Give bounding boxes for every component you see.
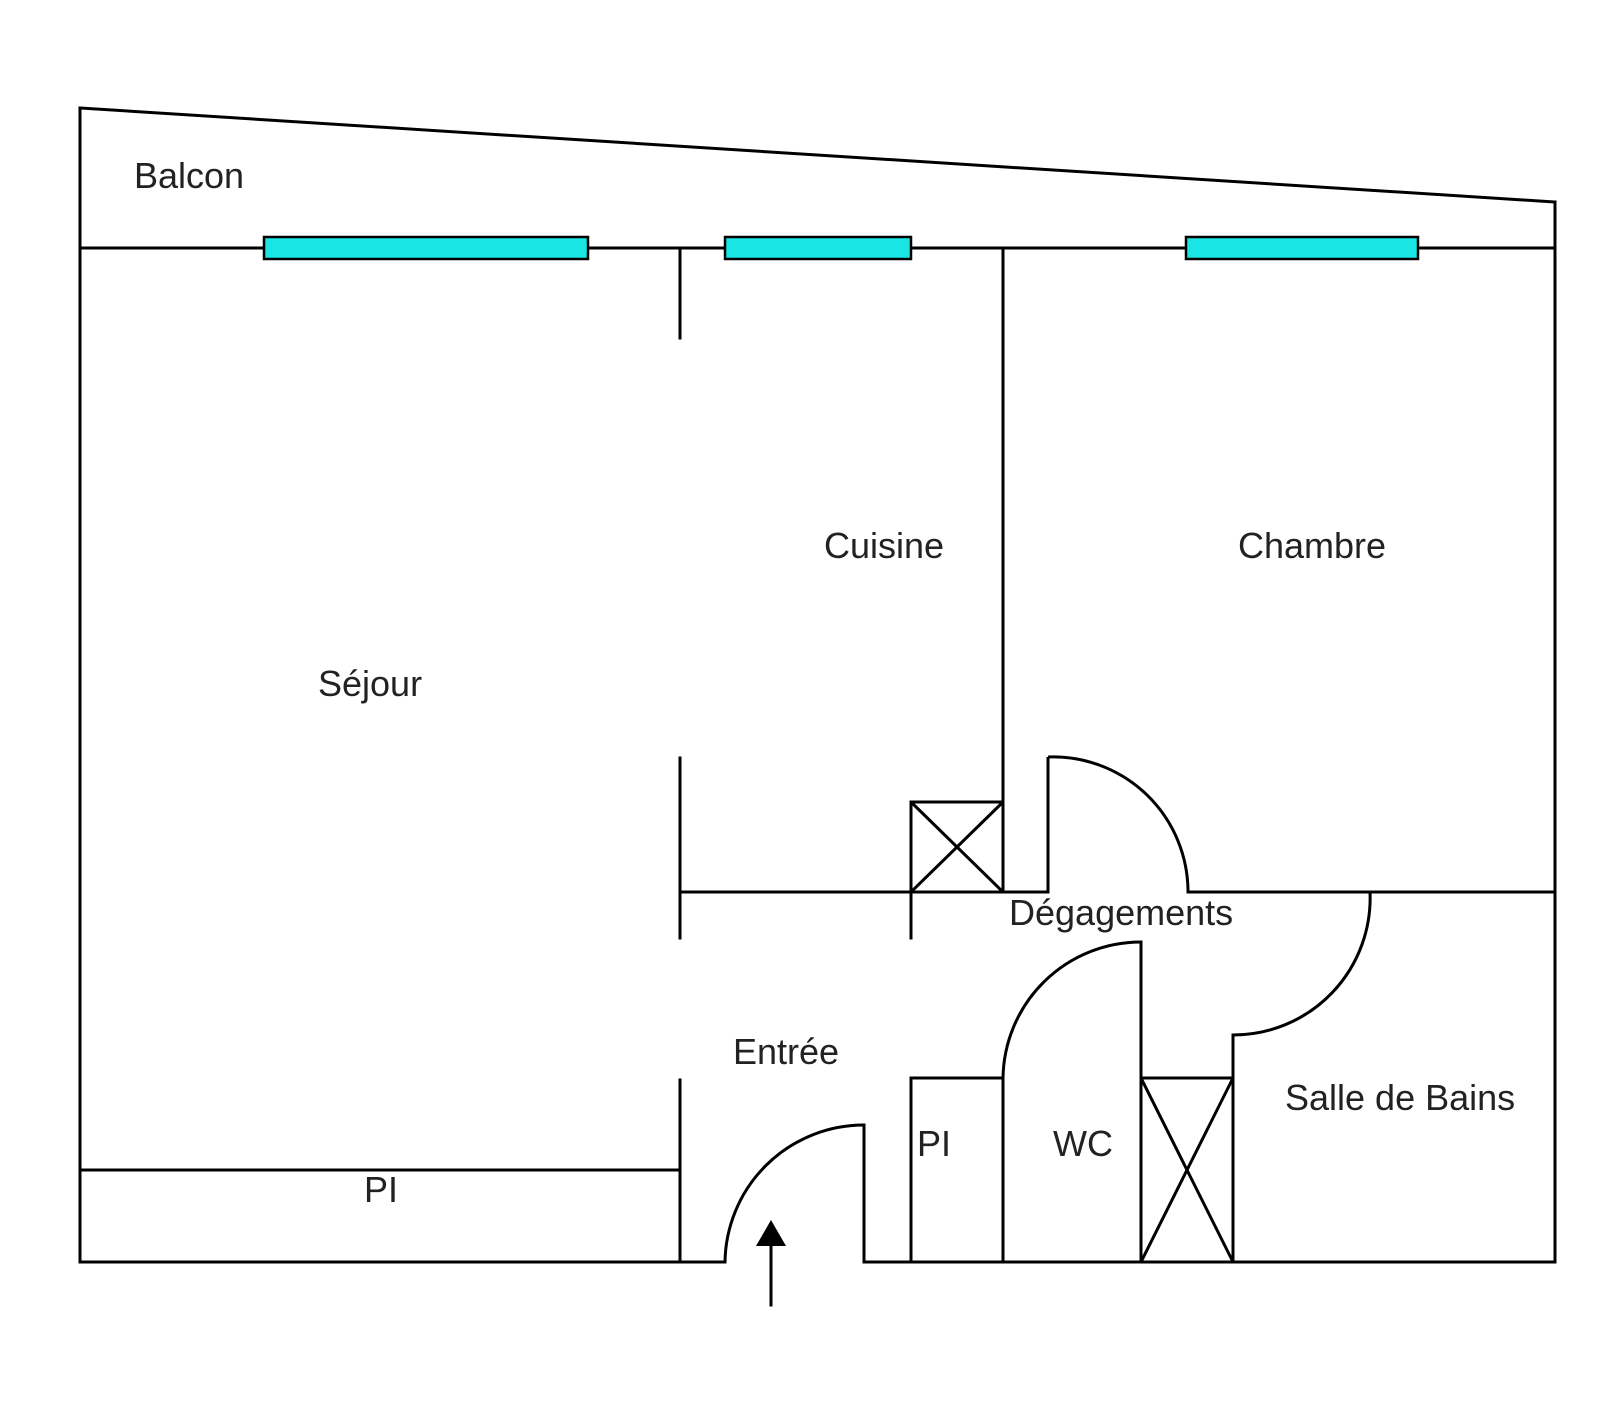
- label-entree: Entrée: [733, 1031, 839, 1072]
- shafts: [909, 800, 1235, 1264]
- label-wc: WC: [1053, 1123, 1113, 1164]
- label-degagements: Dégagements: [1009, 892, 1233, 933]
- window-chambre: [1184, 235, 1420, 261]
- door-chambre: [1046, 755, 1190, 893]
- balcony-outline: [78, 106, 1557, 250]
- window-sejour: [262, 235, 590, 261]
- label-placard-sejour: PI: [364, 1169, 398, 1210]
- door-entree: [723, 1123, 866, 1263]
- shaft-bathroom: [1139, 1076, 1235, 1264]
- label-balcon: Balcon: [134, 155, 244, 196]
- label-salle-de-bains: Salle de Bains: [1285, 1077, 1515, 1118]
- label-sejour: Séjour: [318, 663, 422, 704]
- doors: [723, 755, 1372, 1263]
- entrance-arrow-icon: [756, 1220, 786, 1307]
- door-wc: [1001, 940, 1143, 1079]
- label-chambre: Chambre: [1238, 525, 1386, 566]
- windows: [262, 235, 1420, 261]
- shaft-kitchen: [909, 800, 1005, 894]
- door-salle-de-bains: [1232, 891, 1372, 1037]
- label-placard-entree: PI: [917, 1123, 951, 1164]
- window-cuisine: [723, 235, 913, 261]
- label-cuisine: Cuisine: [824, 525, 944, 566]
